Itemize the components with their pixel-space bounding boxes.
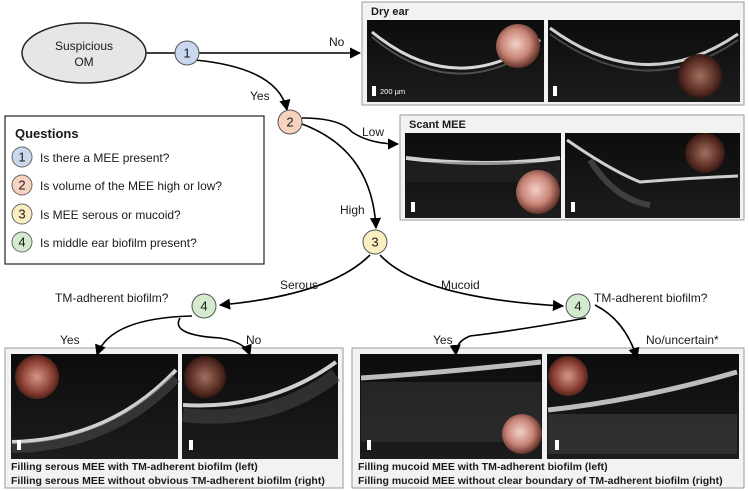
serous-caption-right: Filling serous MEE without obvious TM-ad… xyxy=(11,475,325,487)
svg-text:3: 3 xyxy=(18,207,25,222)
label-yes-left: Yes xyxy=(60,333,80,347)
otoscope-image xyxy=(548,356,588,396)
dry-ear-title: Dry ear xyxy=(371,6,410,18)
edge-4b-no xyxy=(594,304,640,360)
otoscope-image xyxy=(496,24,540,68)
svg-text:Is middle ear biofilm present?: Is middle ear biofilm present? xyxy=(40,236,197,250)
otoscope-image xyxy=(502,414,542,454)
label-yes-right: Yes xyxy=(433,333,453,347)
question-item-2: 2 Is volume of the MEE high or low? xyxy=(11,174,222,196)
mucoid-caption-right: Filling mucoid MEE without clear boundar… xyxy=(358,475,723,487)
question-node-4-serous: 4 xyxy=(191,293,217,319)
start-line2: OM xyxy=(74,55,93,69)
label-yes: Yes xyxy=(250,89,270,103)
dry-ear-panel: Dry ear 200 µm xyxy=(361,1,745,106)
label-mucoid: Mucoid xyxy=(441,278,480,292)
edge-2-low xyxy=(301,117,400,150)
svg-text:4: 4 xyxy=(574,299,581,314)
label-tm-question-right: TM-adherent biofilm? xyxy=(594,291,708,305)
label-no-uncertain: No/uncertain* xyxy=(646,333,719,347)
label-high: High xyxy=(340,203,365,217)
edge-3-serous xyxy=(218,254,371,310)
flow-edges xyxy=(95,47,640,360)
questions-legend: Questions 1 Is there a MEE present? 2 Is… xyxy=(4,115,265,265)
scant-mee-title: Scant MEE xyxy=(409,119,466,131)
svg-text:Is volume of the MEE high or l: Is volume of the MEE high or low? xyxy=(40,179,222,193)
otoscope-image xyxy=(516,170,560,214)
start-node: Suspicious OM xyxy=(21,22,147,84)
question-item-3: 3 Is MEE serous or mucoid? xyxy=(11,203,181,225)
otoscope-image xyxy=(685,133,725,173)
edge-2-high xyxy=(301,123,382,230)
label-no: No xyxy=(329,35,345,49)
edge-4a-no xyxy=(177,317,252,357)
otoscope-image xyxy=(678,54,722,98)
svg-text:2: 2 xyxy=(286,115,293,130)
label-no-left: No xyxy=(246,333,262,347)
svg-text:3: 3 xyxy=(371,235,378,250)
question-item-1: 1 Is there a MEE present? xyxy=(11,146,170,168)
questions-title: Questions xyxy=(15,126,79,141)
question-item-4: 4 Is middle ear biofilm present? xyxy=(11,231,197,253)
svg-text:1: 1 xyxy=(183,46,190,61)
svg-text:4: 4 xyxy=(18,235,25,250)
edge-4a-yes xyxy=(95,315,193,357)
mucoid-panel: Filling mucoid MEE with TM-adherent biof… xyxy=(351,347,745,489)
question-node-1: 1 xyxy=(174,40,200,66)
scale-bar-label: 200 µm xyxy=(380,87,405,96)
start-line1: Suspicious xyxy=(55,39,113,53)
edge-3-mucoid xyxy=(379,254,565,312)
otoscope-image xyxy=(15,355,59,399)
mucoid-caption-left: Filling mucoid MEE with TM-adherent biof… xyxy=(358,461,608,473)
svg-text:Is MEE serous or mucoid?: Is MEE serous or mucoid? xyxy=(40,208,181,222)
label-tm-question-left: TM-adherent biofilm? xyxy=(55,291,169,305)
label-low: Low xyxy=(362,125,384,139)
svg-text:2: 2 xyxy=(18,178,25,193)
otoscope-image xyxy=(184,356,226,398)
question-node-4-mucoid: 4 xyxy=(565,293,591,319)
scant-mee-panel: Scant MEE xyxy=(399,114,745,221)
serous-caption-left: Filling serous MEE with TM-adherent biof… xyxy=(11,461,258,473)
edge-1-yes xyxy=(194,59,291,112)
label-serous: Serous xyxy=(280,278,318,292)
svg-text:Is there a MEE present?: Is there a MEE present? xyxy=(40,151,170,165)
svg-text:4: 4 xyxy=(200,299,207,314)
edge-4b-yes xyxy=(449,317,587,357)
svg-text:1: 1 xyxy=(18,150,25,165)
serous-panel: Filling serous MEE with TM-adherent biof… xyxy=(4,347,344,489)
question-node-2: 2 xyxy=(277,109,303,135)
question-node-3: 3 xyxy=(362,229,388,255)
